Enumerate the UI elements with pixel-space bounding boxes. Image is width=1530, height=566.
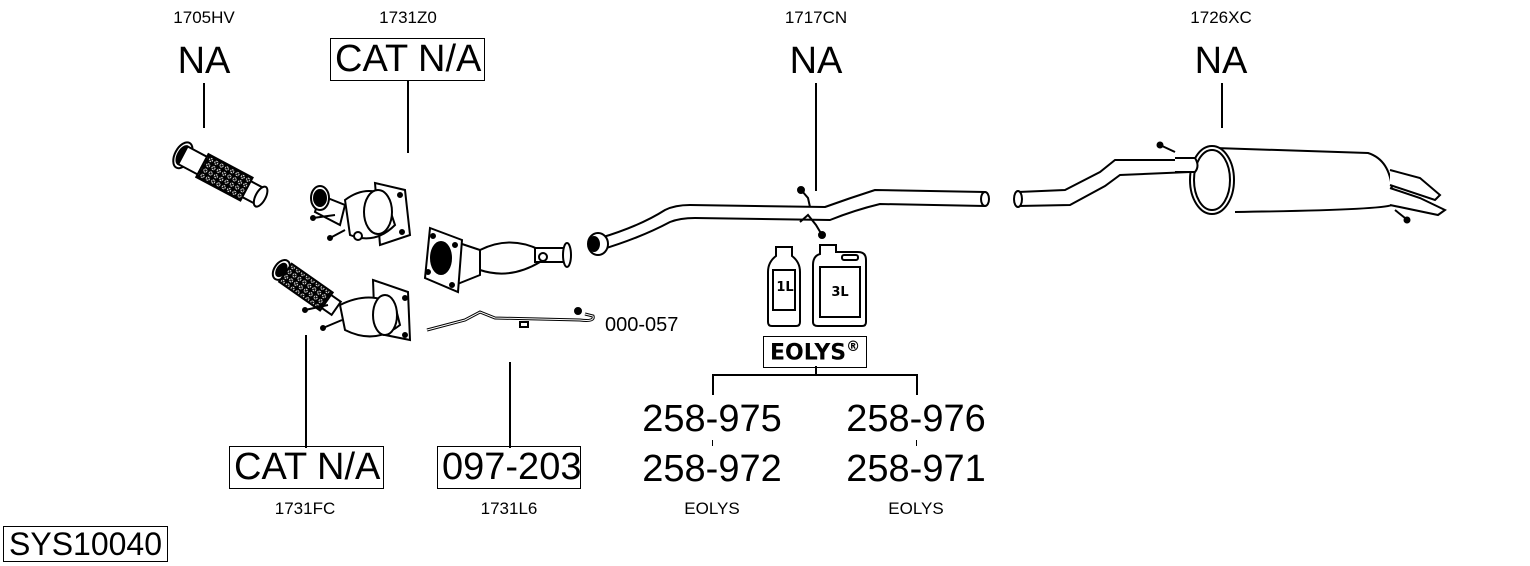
leader-line-1731z0 bbox=[407, 81, 409, 153]
leader-line-1731fc bbox=[305, 335, 307, 448]
eolys-bracket-bar bbox=[712, 374, 918, 376]
leader-line-1717cn bbox=[815, 83, 817, 191]
part-ref-1731z0[interactable]: CAT N/A bbox=[330, 38, 485, 81]
eolys-ref-258-972[interactable]: 258-972 bbox=[642, 448, 782, 490]
eolys-divider-right bbox=[916, 440, 917, 446]
part-code-1731l6: 1731L6 bbox=[480, 499, 538, 518]
part-ref-000-057[interactable]: 000-057 bbox=[605, 314, 679, 336]
eolys-bracket-right bbox=[916, 374, 918, 395]
eolys-ref-258-976[interactable]: 258-976 bbox=[846, 398, 986, 440]
eolys-divider-left bbox=[712, 440, 713, 446]
eolys-bracket-left bbox=[712, 374, 714, 395]
bottle-3l-label: 3L bbox=[831, 285, 849, 300]
eolys-brand-box[interactable]: EOLYS® bbox=[763, 336, 868, 369]
part-code-1726xc: 1726XC bbox=[1190, 8, 1252, 27]
part-ref-1705hv[interactable]: NA bbox=[177, 40, 231, 82]
bottle-1l-label: 1L bbox=[776, 280, 794, 295]
eolys-bottles-drawing bbox=[767, 244, 867, 327]
part-ref-1731fc[interactable]: CAT N/A bbox=[229, 446, 384, 489]
part-ref-1731l6[interactable]: 097-203 bbox=[437, 446, 581, 489]
part-code-1731fc: 1731FC bbox=[274, 499, 336, 518]
flexible-pipe-drawing bbox=[172, 141, 269, 208]
eolys-caption-left: EOLYS bbox=[684, 499, 740, 518]
eolys-caption-right: EOLYS bbox=[888, 499, 944, 518]
middle-pipe-drawing bbox=[587, 186, 990, 256]
rear-silencer-drawing bbox=[1013, 141, 1447, 224]
part-ref-1726xc[interactable]: NA bbox=[1194, 40, 1248, 82]
catalytic-converter-flex-drawing bbox=[271, 259, 412, 342]
particulate-filter-drawing bbox=[423, 226, 572, 294]
leader-line-1726xc bbox=[1221, 83, 1223, 128]
sensor-pipe-drawing bbox=[426, 307, 595, 332]
diagram-id: SYS10040 bbox=[3, 526, 169, 562]
leader-line-1731l6 bbox=[509, 362, 511, 448]
catalytic-converter-drawing bbox=[310, 181, 412, 247]
eolys-bracket-stem bbox=[815, 366, 817, 375]
eolys-ref-258-975[interactable]: 258-975 bbox=[642, 398, 782, 440]
part-code-1705hv: 1705HV bbox=[173, 8, 235, 27]
part-ref-1717cn[interactable]: NA bbox=[789, 40, 843, 82]
eolys-ref-258-971[interactable]: 258-971 bbox=[846, 448, 986, 490]
part-code-1731z0: 1731Z0 bbox=[379, 8, 437, 27]
part-code-1717cn: 1717CN bbox=[784, 8, 848, 27]
leader-line-1705hv bbox=[203, 83, 205, 128]
